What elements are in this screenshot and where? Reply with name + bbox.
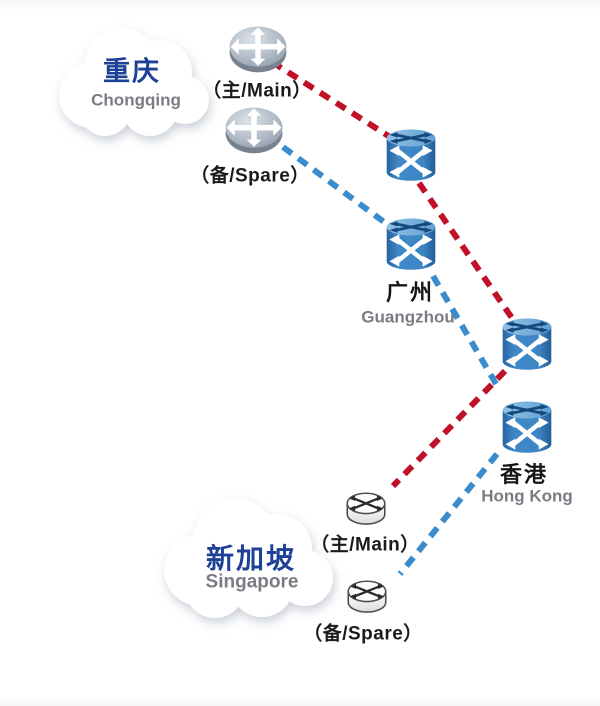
singapore-spare-label: （备/Spare）	[303, 623, 423, 645]
chongqing-name-en: Chongqing	[91, 90, 181, 110]
links-layer	[270, 59, 515, 576]
singapore-name-cn: 新加坡	[205, 543, 297, 574]
spare-link-hongkong-singapore	[397, 452, 500, 576]
main-link-hongkong-singapore	[390, 368, 508, 489]
page-edge-shade-top	[0, 0, 600, 12]
hongkong-name-en: Hong Kong	[481, 486, 573, 506]
chongqing-spare-router-icon	[225, 107, 283, 154]
hongkong-switch-upper-icon	[503, 318, 552, 369]
hongkong-switch-lower-icon	[503, 401, 552, 452]
singapore-main-router-icon	[346, 492, 386, 526]
chongqing-main-label: （主/Main）	[202, 80, 312, 102]
singapore-spare-router-icon	[347, 580, 387, 614]
singapore-cloud-icon	[164, 498, 333, 618]
guangzhou-name-en: Guangzhou	[361, 307, 455, 327]
chongqing-cloud-icon	[59, 28, 209, 136]
chongqing-main-router-icon	[229, 26, 287, 73]
guangzhou-switch-upper-icon	[387, 129, 436, 180]
singapore-main-label: （主/Main）	[310, 534, 420, 556]
hongkong-name-cn: 香港	[499, 462, 549, 487]
main-link-chongqing-guangzhou	[270, 59, 392, 140]
guangzhou-switch-lower-icon	[387, 218, 436, 269]
spare-link-chongqing-guangzhou	[281, 144, 386, 225]
guangzhou-name-cn: 广州	[385, 280, 435, 305]
chongqing-name-cn: 重庆	[103, 56, 161, 87]
spare-link-guangzhou-hongkong	[430, 274, 502, 391]
main-link-guangzhou-hongkong	[416, 181, 515, 320]
chongqing-spare-label: （备/Spare）	[190, 165, 310, 187]
singapore-name-en: Singapore	[205, 571, 299, 593]
page-edge-shade-bottom	[0, 696, 600, 706]
